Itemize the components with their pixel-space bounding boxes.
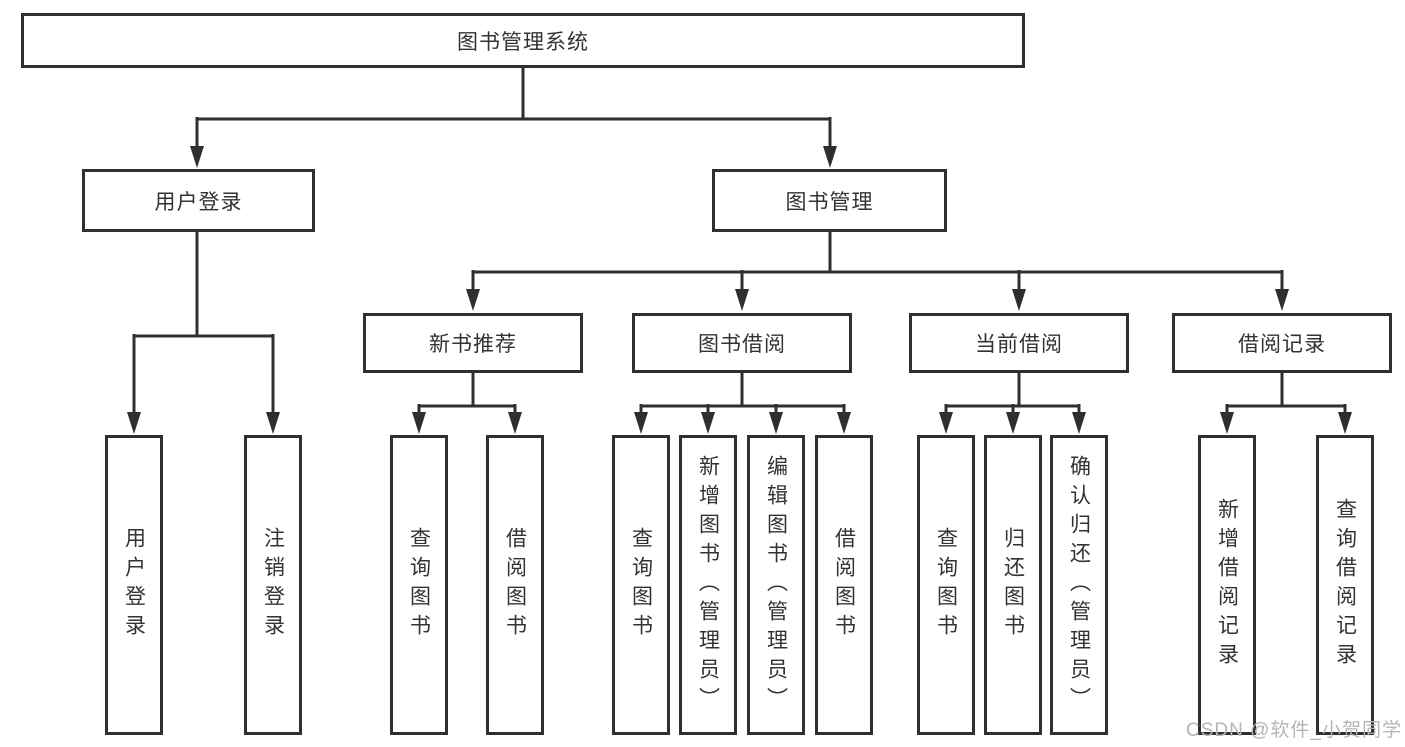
leaf-current-return-books: 归还图书 xyxy=(984,435,1042,735)
leaf-logout: 注销登录 xyxy=(244,435,302,735)
connector-book-mgmt-to-level3 xyxy=(466,232,1289,311)
connector-current-borrow-to-leaves xyxy=(939,373,1086,434)
leaf-current-query-books: 查询图书 xyxy=(917,435,975,735)
leaf-records-query-record: 查询借阅记录 xyxy=(1316,435,1374,735)
connector-root-to-level2 xyxy=(190,68,837,168)
leaf-records-add-record: 新增借阅记录 xyxy=(1198,435,1256,735)
leaf-current-confirm-return-admin-label: 确认归还（管理员） xyxy=(1067,454,1091,716)
node-book-management-label: 图书管理 xyxy=(785,190,874,214)
leaf-newbook-query-books-label: 查询图书 xyxy=(407,527,431,643)
leaf-borrow-add-books-admin: 新增图书（管理员） xyxy=(679,435,737,735)
leaf-borrow-add-books-admin-label: 新增图书（管理员） xyxy=(696,454,720,716)
node-new-book-recommend-label: 新书推荐 xyxy=(429,333,517,356)
node-user-login: 用户登录 xyxy=(82,169,315,232)
leaf-logout-label: 注销登录 xyxy=(261,527,285,643)
connector-new-books-to-leaves xyxy=(412,373,522,434)
csdn-watermark: CSDN @软件_小贺同学 xyxy=(1186,720,1402,741)
node-user-login-label: 用户登录 xyxy=(154,190,243,214)
node-borrow-records-label: 借阅记录 xyxy=(1238,333,1326,356)
leaf-borrow-borrow-books-label: 借阅图书 xyxy=(832,527,856,643)
leaf-borrow-query-books: 查询图书 xyxy=(612,435,670,735)
leaf-newbook-query-books: 查询图书 xyxy=(390,435,448,735)
leaf-newbook-borrow-books-label: 借阅图书 xyxy=(503,527,527,643)
leaf-user-login-label: 用户登录 xyxy=(122,527,146,643)
leaf-newbook-borrow-books: 借阅图书 xyxy=(486,435,544,735)
connector-borrow-records-to-leaves xyxy=(1220,373,1352,434)
node-book-borrow-label: 图书借阅 xyxy=(698,333,786,356)
leaf-records-add-record-label: 新增借阅记录 xyxy=(1215,498,1239,672)
leaf-current-query-books-label: 查询图书 xyxy=(934,527,958,643)
node-book-management: 图书管理 xyxy=(712,169,947,232)
leaf-borrow-edit-books-admin-label: 编辑图书（管理员） xyxy=(764,454,788,716)
leaf-borrow-edit-books-admin: 编辑图书（管理员） xyxy=(747,435,805,735)
node-current-borrow: 当前借阅 xyxy=(909,313,1129,373)
leaf-user-login: 用户登录 xyxy=(105,435,163,735)
node-borrow-records: 借阅记录 xyxy=(1172,313,1392,373)
connector-user-login-to-leaves xyxy=(127,232,280,434)
node-book-borrow: 图书借阅 xyxy=(632,313,852,373)
leaf-records-query-record-label: 查询借阅记录 xyxy=(1333,498,1357,672)
leaf-borrow-query-books-label: 查询图书 xyxy=(629,527,653,643)
leaf-current-return-books-label: 归还图书 xyxy=(1001,527,1025,643)
leaf-borrow-borrow-books: 借阅图书 xyxy=(815,435,873,735)
node-current-borrow-label: 当前借阅 xyxy=(975,333,1063,356)
connector-book-borrow-to-leaves xyxy=(634,373,851,434)
node-new-book-recommend: 新书推荐 xyxy=(363,313,583,373)
node-root-label: 图书管理系统 xyxy=(457,30,589,54)
leaf-current-confirm-return-admin: 确认归还（管理员） xyxy=(1050,435,1108,735)
node-root: 图书管理系统 xyxy=(21,13,1025,68)
